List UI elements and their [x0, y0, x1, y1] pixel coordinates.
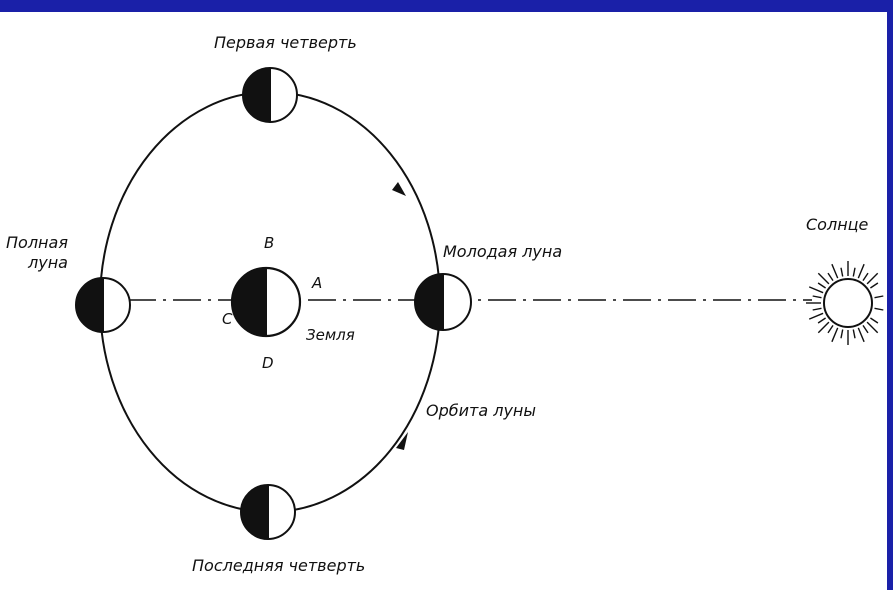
- sun-ray: [874, 307, 884, 311]
- sun-ray: [827, 272, 834, 281]
- sun-ray: [817, 321, 830, 334]
- moon-orbit-label: Орбита луны: [426, 401, 537, 420]
- sun-ray: [808, 286, 824, 294]
- sun-ray: [840, 267, 844, 277]
- orbit-arrow-upper: [392, 182, 406, 196]
- sun-ray: [831, 263, 839, 279]
- sun-ray: [857, 263, 865, 279]
- sun-ray: [870, 317, 879, 324]
- sun-ray: [852, 329, 856, 339]
- sun-ray: [808, 312, 824, 320]
- sun-ray: [862, 325, 869, 334]
- sun-ray: [866, 272, 879, 285]
- sun-ray: [817, 272, 830, 285]
- sun-ray: [817, 317, 826, 324]
- sun-icon: [806, 261, 884, 345]
- sun-ray: [831, 327, 839, 343]
- sun-ray: [840, 329, 844, 339]
- sun-ray: [874, 295, 884, 299]
- earth: [230, 266, 302, 338]
- sun-ray: [852, 267, 856, 277]
- first-quarter-moon: [242, 67, 298, 123]
- last-quarter-moon: [240, 484, 296, 540]
- point-c-label: C: [222, 310, 233, 328]
- top-frame-bar: [0, 0, 893, 12]
- new-moon: [414, 273, 472, 331]
- sun-ray: [857, 327, 865, 343]
- sun-ray: [812, 295, 822, 299]
- earth-label: Земля: [306, 326, 355, 344]
- sun-ray: [866, 321, 879, 334]
- right-frame-bar: [887, 12, 893, 590]
- point-b-label: B: [264, 234, 275, 252]
- sun-ray: [817, 282, 826, 289]
- first-quarter-label: Первая четверть: [214, 33, 357, 52]
- last-quarter-label: Последняя четверть: [192, 556, 366, 575]
- full-moon-label-line2: луна: [28, 253, 68, 272]
- sun-label: Солнце: [806, 215, 869, 234]
- sun-ray: [827, 325, 834, 334]
- orbit-arrow-lower: [396, 432, 408, 450]
- sun-ray: [870, 282, 879, 289]
- sun-ray: [862, 272, 869, 281]
- full-moon: [75, 277, 131, 333]
- sun-ray: [812, 307, 822, 311]
- point-d-label: D: [262, 354, 274, 372]
- full-moon-label-line1: Полная: [6, 233, 68, 252]
- point-a-label: A: [312, 274, 323, 292]
- new-moon-label: Молодая луна: [443, 242, 563, 261]
